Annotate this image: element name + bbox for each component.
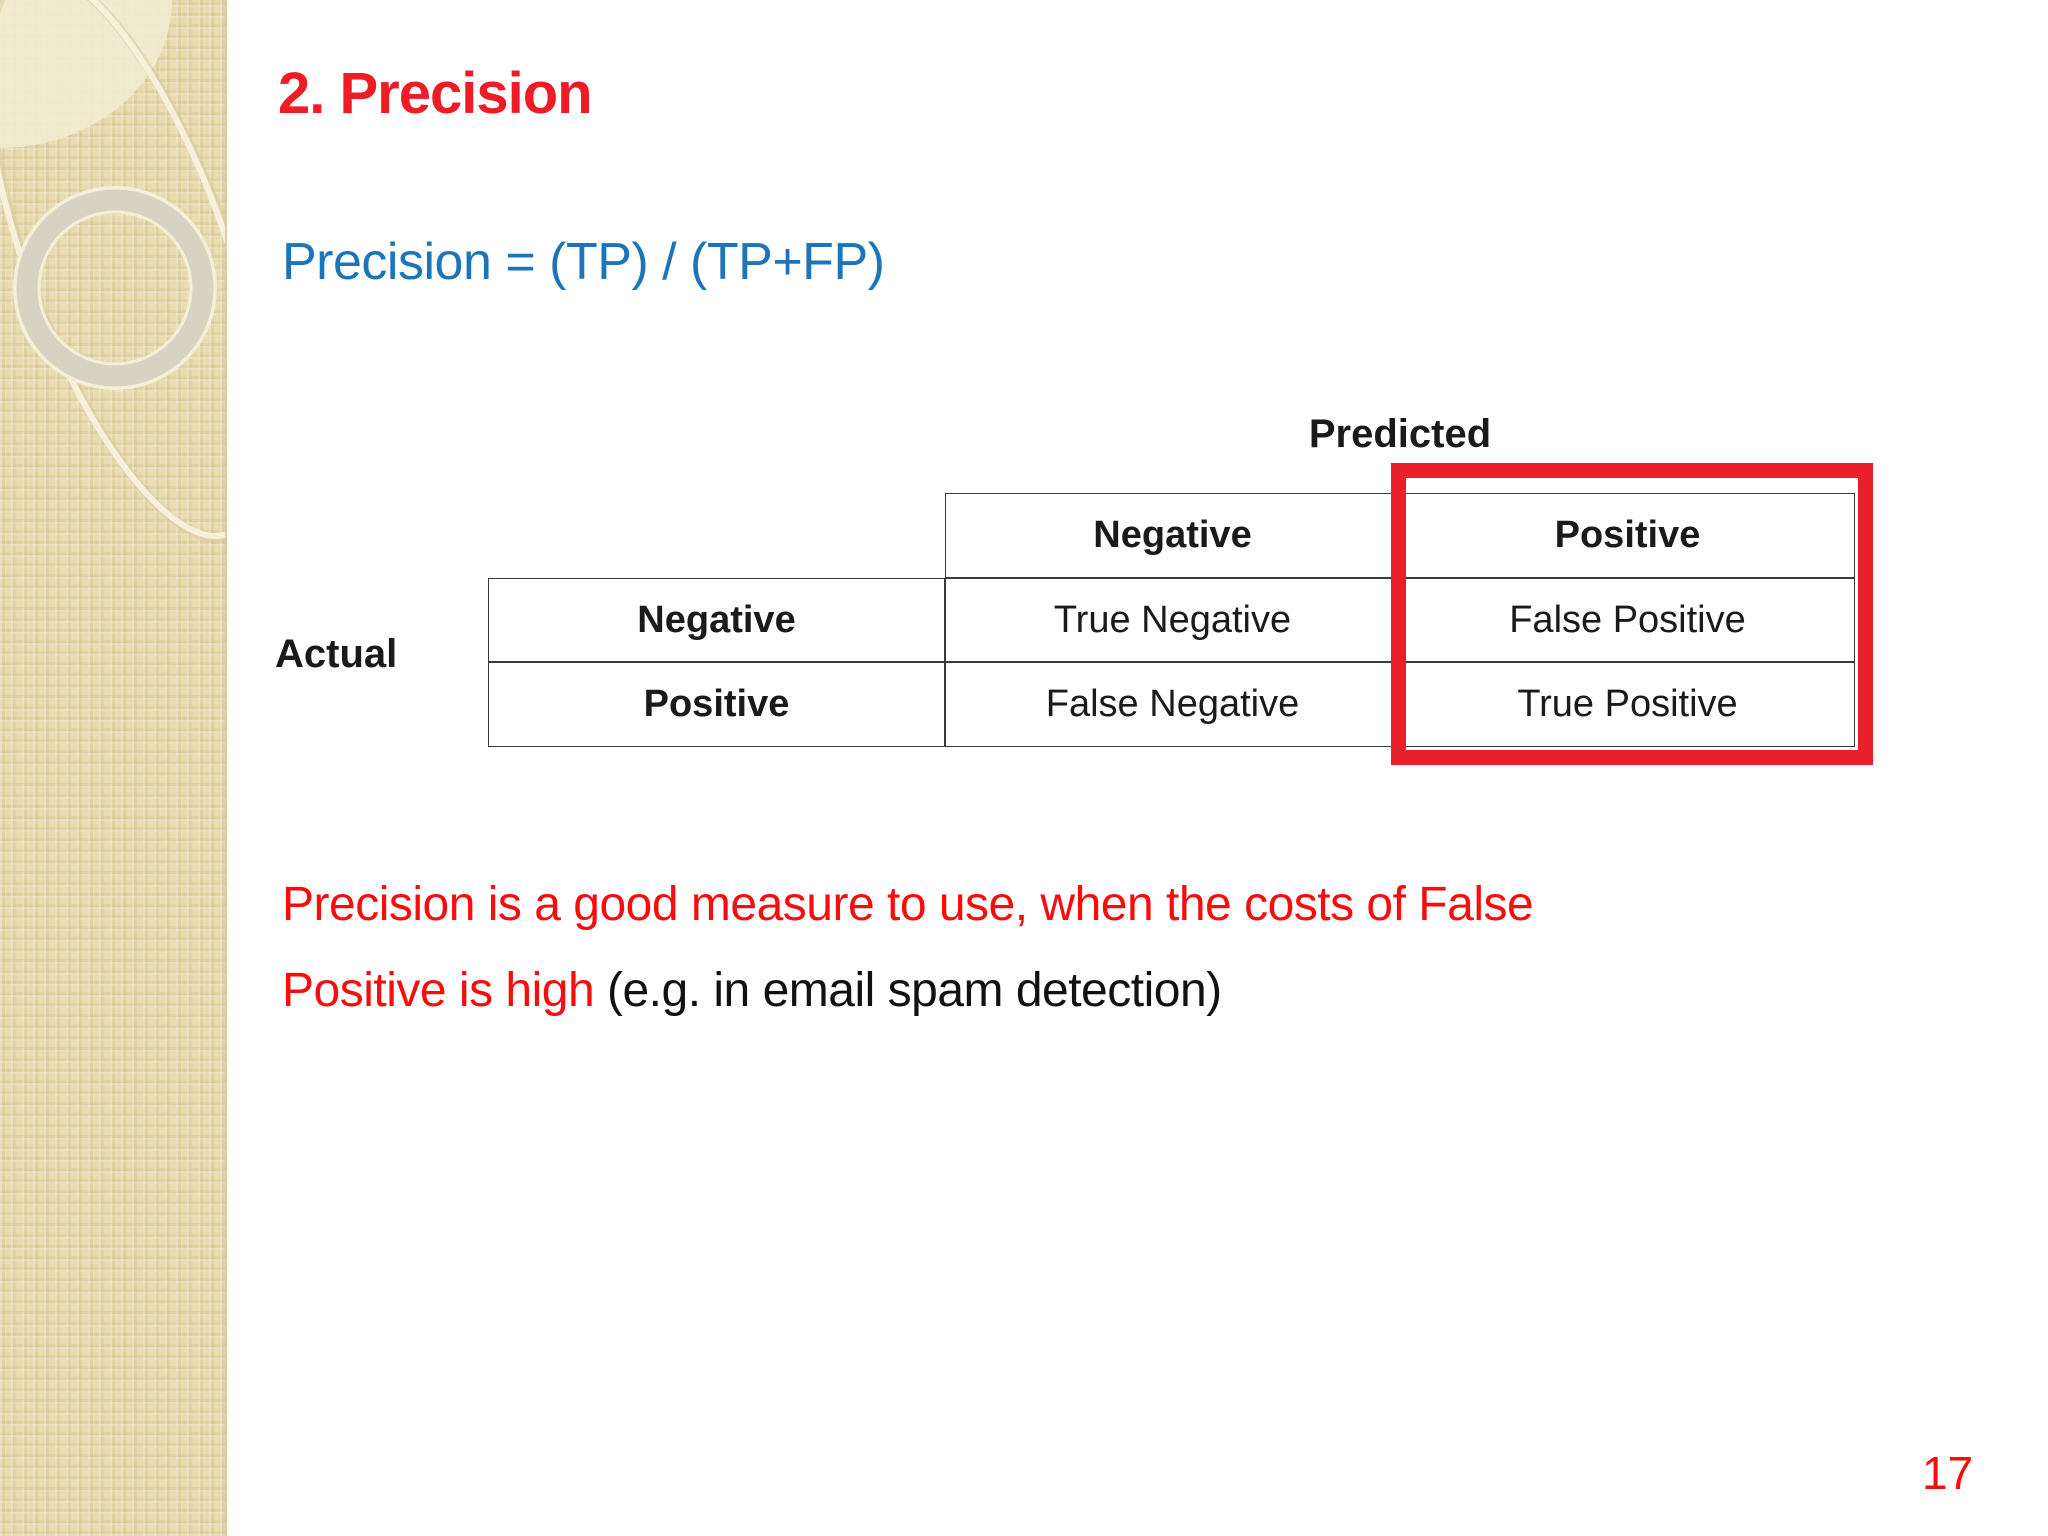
precision-formula: Precision = (TP) / (TP+FP) (282, 233, 885, 291)
confusion-matrix-table: Negative Positive Negative True Negative… (488, 493, 1855, 747)
gray-ring-inner-edge (37, 210, 193, 366)
light-quarter-shape (0, 0, 172, 148)
cell-false-negative: False Negative (945, 662, 1400, 747)
column-header-positive: Positive (1400, 493, 1855, 578)
positive-column-highlight-box (1391, 463, 1873, 765)
cell-true-positive: True Positive (1400, 662, 1855, 747)
note-text: Precision is a good measure to use, when… (282, 862, 1652, 1034)
note-red-segment: Precision is a good measure to use, when… (282, 878, 1534, 1017)
slide-title: 2. Precision (278, 61, 593, 126)
sidebar-band (0, 0, 227, 1536)
cell-false-positive: False Positive (1400, 578, 1855, 662)
matrix-spacer-cell (488, 493, 945, 578)
sidebar-ornament-icon (0, 0, 225, 544)
row-label-negative: Negative (488, 578, 945, 662)
actual-axis-label: Actual (275, 632, 398, 676)
gray-ring-icon (16, 189, 214, 387)
row-label-positive: Positive (488, 662, 945, 747)
predicted-axis-label: Predicted (1308, 412, 1492, 456)
gray-ring-outer-edge (13, 186, 217, 390)
page-number: 17 (1922, 1447, 1974, 1499)
column-header-negative: Negative (945, 493, 1400, 578)
cell-true-negative: True Negative (945, 578, 1400, 662)
note-black-segment: (e.g. in email spam detection) (607, 964, 1222, 1017)
